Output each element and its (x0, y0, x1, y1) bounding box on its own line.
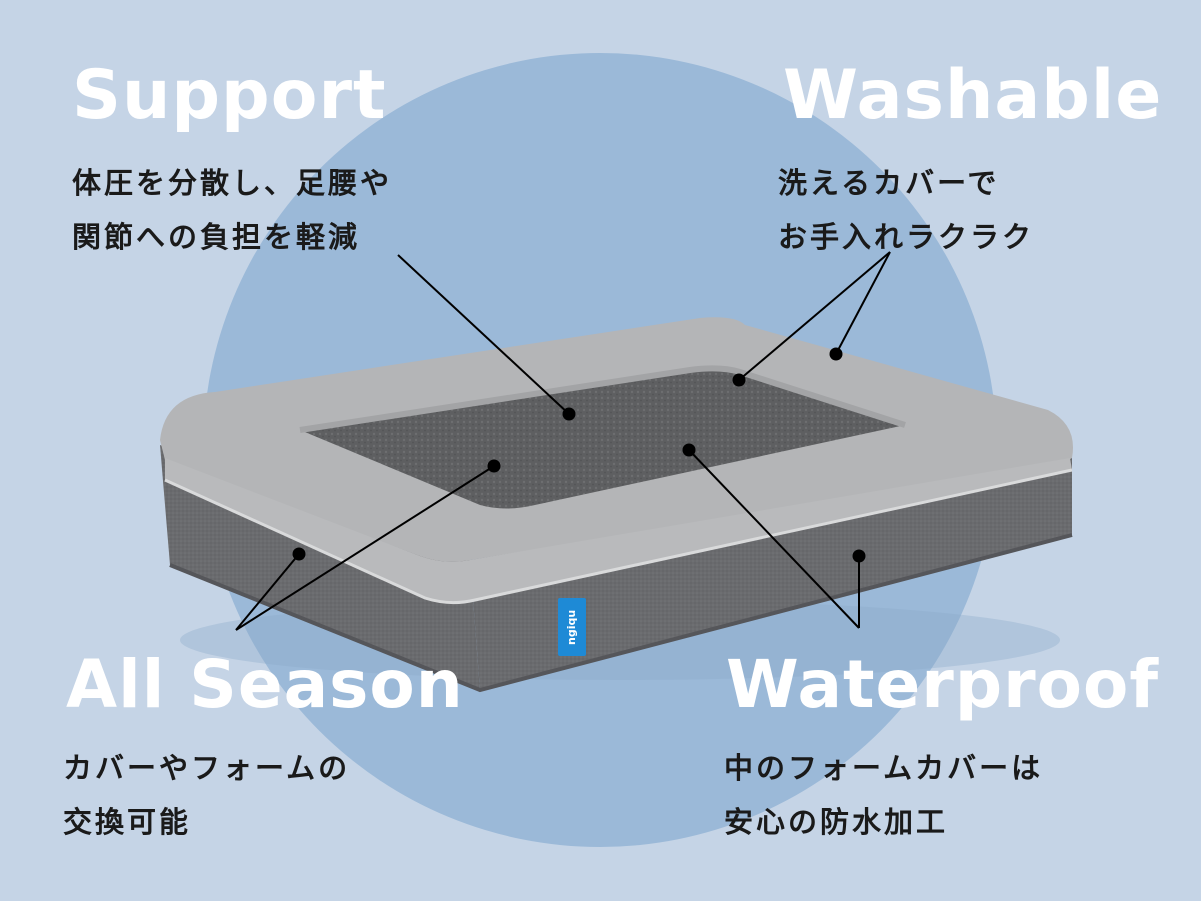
bed-base-right (470, 455, 1072, 690)
support-description: 体圧を分散し、足腰や 関節への負担を軽減 (72, 160, 392, 268)
callout-dot-support (562, 407, 576, 421)
waterproof-heading: Waterproof (726, 646, 1160, 723)
washable-description: 洗えるカバーで お手入れラクラク (778, 160, 1034, 268)
bed-cushion-inner-rim (299, 365, 906, 433)
waterproof-line: 中のフォームカバーは (724, 751, 1044, 785)
allseason-line: 交換可能 (63, 805, 192, 839)
callout-dot-allseason-1 (487, 459, 501, 473)
callout-dot-waterproof-1 (682, 443, 696, 457)
allseason-line: カバーやフォームの (63, 751, 351, 785)
callout-dot-allseason-2 (292, 547, 306, 561)
callout-dot-washable-2 (829, 347, 843, 361)
bed-bolster-front-rim (165, 458, 1072, 603)
callout-dot-waterproof-2 (852, 549, 866, 563)
waterproof-description: 中のフォームカバーは 安心の防水加工 (724, 745, 1043, 853)
bed-bolster-seam (164, 468, 1073, 605)
callout-dot-washable-1 (732, 373, 746, 387)
brand-tag: ngiqu (558, 598, 586, 656)
allseason-heading: All Season (66, 646, 464, 723)
support-line: 体圧を分散し、足腰や (72, 166, 393, 200)
support-heading: Support (72, 56, 387, 135)
washable-line: お手入れラクラク (778, 220, 1035, 254)
support-line: 関節への負担を軽減 (72, 220, 361, 254)
allseason-description: カバーやフォームの 交換可能 (63, 745, 350, 853)
washable-line: 洗えるカバーで (778, 166, 1000, 200)
washable-heading: Washable (783, 56, 1163, 135)
waterproof-line: 安心の防水加工 (724, 805, 949, 839)
bed-cushion (300, 368, 905, 509)
